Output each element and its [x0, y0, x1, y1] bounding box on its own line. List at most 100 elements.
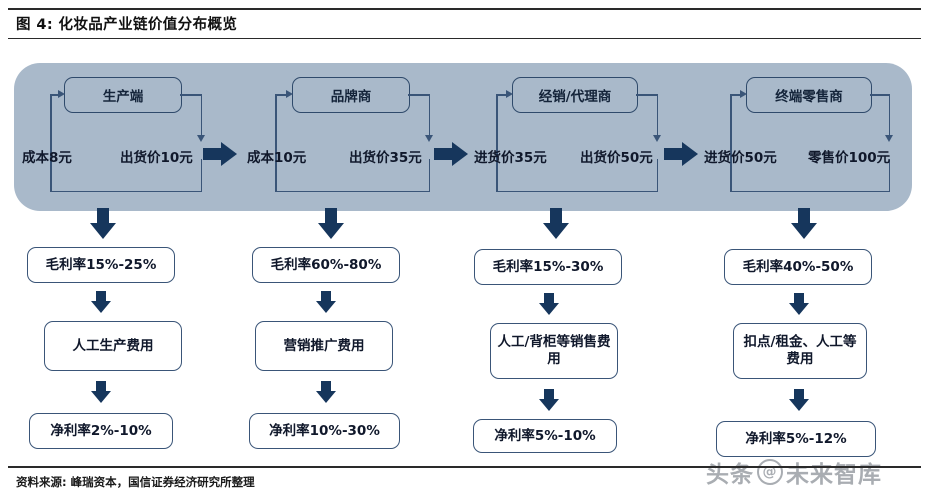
header-rule-top	[8, 8, 921, 10]
connector-bottom-left-vertical-4	[730, 159, 732, 192]
down-arrow-shaft	[544, 293, 554, 305]
gross-margin-box-1[interactable]: 毛利率15%-25%	[27, 247, 175, 283]
expense-box-2[interactable]: 营销推广费用	[255, 321, 393, 371]
connector-arrowhead-in-4	[740, 89, 747, 98]
down-arrow-gross-to-expense-3	[539, 293, 559, 315]
flow-arrow-right-2	[434, 142, 468, 166]
expense-box-4[interactable]: 扣点/租金、人工等费用	[733, 323, 867, 379]
watermark-prefix: 头条	[706, 462, 754, 488]
down-arrow-head	[316, 391, 336, 403]
connector-right-vertical-4	[888, 94, 891, 139]
down-arrow-expense-to-net-3	[539, 389, 559, 411]
down-arrow-head	[789, 399, 809, 411]
connector-left-horizontal-3	[496, 94, 508, 96]
footer-rule	[8, 466, 921, 468]
connector-bottom-horizontal-2	[275, 190, 429, 193]
stage-output-price-2: 出货价35元	[349, 150, 422, 166]
down-arrow-head	[91, 301, 111, 313]
connector-bottom-left-vertical-3	[496, 159, 498, 192]
net-margin-box-3[interactable]: 净利率5%-10%	[473, 419, 617, 453]
down-arrow-shaft	[321, 381, 331, 393]
connector-right-horizontal-3	[636, 94, 658, 96]
gross-margin-box-2[interactable]: 毛利率60%-80%	[252, 247, 400, 283]
connector-bottom-right-vertical-4	[888, 159, 891, 192]
connector-right-vertical-2	[428, 94, 431, 139]
watermark-suffix: 未来智库	[786, 462, 882, 488]
net-margin-box-4[interactable]: 净利率5%-12%	[716, 421, 876, 457]
connector-arrowhead-in-2	[286, 89, 293, 98]
connector-right-horizontal-2	[408, 94, 430, 96]
connector-left-vertical-2	[275, 94, 277, 192]
chain-unit-4: 终端零售商 进货价50元 零售价100元	[700, 63, 912, 211]
gross-margin-box-3[interactable]: 毛利率15%-30%	[474, 249, 622, 285]
at-sign-icon: @	[757, 459, 783, 485]
connector-bottom-right-vertical-1	[200, 159, 203, 192]
connector-left-vertical-1	[50, 94, 52, 192]
down-arrow-shaft	[798, 208, 810, 225]
down-arrow-head	[91, 391, 111, 403]
connector-arrowhead-out-3	[652, 135, 661, 142]
connector-right-horizontal-1	[180, 94, 202, 96]
connector-bottom-left-vertical-2	[275, 159, 277, 192]
value-chain-panel: 生产端 成本8元 出货价10元 品牌商 成本10元 出货价35元	[14, 63, 912, 211]
connector-left-horizontal-1	[50, 94, 60, 96]
down-arrow-shaft	[96, 381, 106, 393]
net-margin-box-2[interactable]: 净利率10%-30%	[249, 413, 400, 449]
expense-box-1[interactable]: 人工生产费用	[44, 321, 182, 371]
gross-margin-box-4[interactable]: 毛利率40%-50%	[724, 249, 872, 285]
flow-arrow-shaft	[434, 148, 454, 160]
down-arrow-panel-to-gross-1	[90, 208, 116, 239]
down-arrow-gross-to-expense-4	[789, 293, 809, 315]
down-arrow-head	[543, 223, 569, 239]
connector-bottom-horizontal-1	[50, 190, 201, 193]
stage-input-price-4: 进货价50元	[704, 150, 777, 166]
down-arrow-shaft	[794, 389, 804, 401]
connector-arrowhead-in-1	[58, 89, 65, 98]
watermark: 头条 @ 未来智库	[706, 455, 882, 489]
flow-arrow-head	[682, 142, 698, 166]
down-arrow-shaft	[550, 208, 562, 225]
down-arrow-head	[316, 301, 336, 313]
down-arrow-expense-to-net-2	[316, 381, 336, 403]
connector-arrowhead-out-1	[196, 135, 205, 142]
connector-arrowhead-out-4	[884, 135, 893, 142]
down-arrow-head	[318, 223, 344, 239]
flow-arrow-right-3	[664, 142, 698, 166]
stage-box-4[interactable]: 终端零售商	[746, 77, 872, 113]
down-arrow-expense-to-net-1	[91, 381, 111, 403]
connector-bottom-left-vertical-1	[50, 159, 52, 192]
down-arrow-shaft	[544, 389, 554, 401]
stage-box-2[interactable]: 品牌商	[292, 77, 410, 113]
down-arrow-head	[539, 399, 559, 411]
chain-unit-3: 经销/代理商 进货价35元 出货价50元	[470, 63, 692, 211]
connector-arrowhead-in-3	[506, 89, 513, 98]
connector-left-vertical-4	[730, 94, 732, 192]
expense-box-3[interactable]: 人工/背柜等销售费用	[490, 323, 618, 379]
net-margin-box-1[interactable]: 净利率2%-10%	[29, 413, 173, 449]
down-arrow-shaft	[96, 291, 106, 303]
stage-output-price-1: 出货价10元	[120, 150, 193, 166]
down-arrow-gross-to-expense-2	[316, 291, 336, 313]
down-arrow-shaft	[321, 291, 331, 303]
connector-left-horizontal-4	[730, 94, 742, 96]
flow-arrow-head	[221, 142, 237, 166]
flow-arrow-right-1	[203, 142, 237, 166]
stage-box-1[interactable]: 生产端	[64, 77, 182, 113]
down-arrow-expense-to-net-4	[789, 389, 809, 411]
connector-right-vertical-3	[656, 94, 659, 139]
down-arrow-head	[791, 223, 817, 239]
stage-input-price-2: 成本10元	[247, 150, 307, 166]
down-arrow-shaft	[325, 208, 337, 225]
down-arrow-head	[789, 303, 809, 315]
connector-left-horizontal-2	[275, 94, 288, 96]
flow-arrow-shaft	[664, 148, 684, 160]
stage-box-3[interactable]: 经销/代理商	[512, 77, 638, 113]
stage-output-price-3: 出货价50元	[580, 150, 653, 166]
stage-input-price-3: 进货价35元	[474, 150, 547, 166]
connector-right-vertical-1	[200, 94, 203, 139]
connector-right-horizontal-4	[870, 94, 890, 96]
down-arrow-panel-to-gross-2	[318, 208, 344, 239]
connector-bottom-right-vertical-3	[656, 159, 659, 192]
connector-arrowhead-out-2	[424, 135, 433, 142]
down-arrow-panel-to-gross-3	[543, 208, 569, 239]
